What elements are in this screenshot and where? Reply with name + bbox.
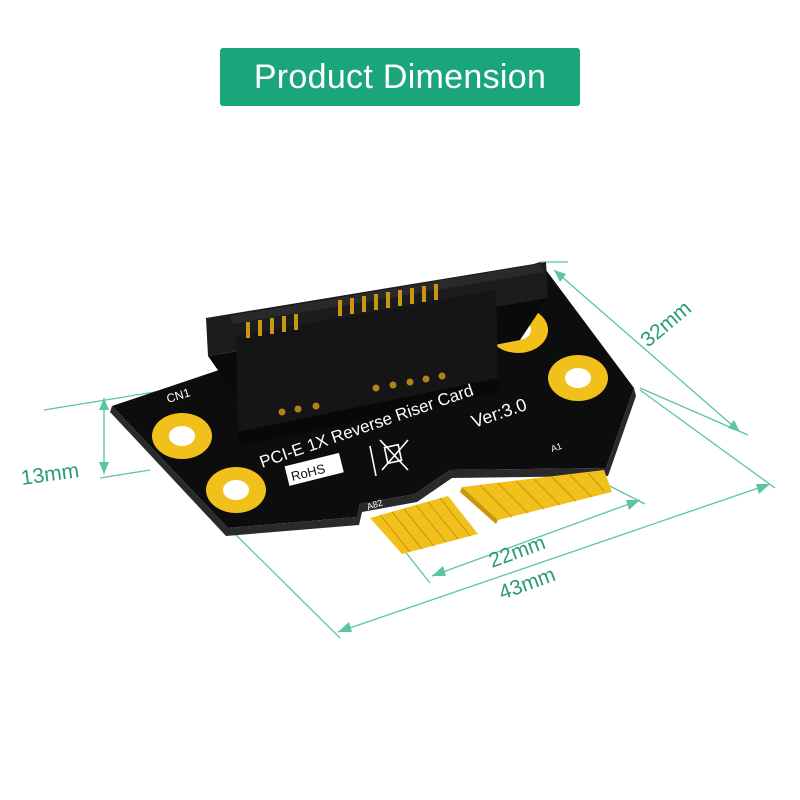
weee-bin-icon xyxy=(369,439,409,477)
pcie-slot-connector xyxy=(206,262,548,446)
depth-dimension-label: 32mm xyxy=(636,297,695,352)
gold-fingers xyxy=(370,470,612,554)
dimension-arrows xyxy=(99,270,770,632)
height-dimension-label: 13mm xyxy=(19,459,80,490)
total-width-dimension-label: 43mm xyxy=(496,563,559,605)
connector-label: CN1 xyxy=(165,385,192,406)
pin-label-a82: A82 xyxy=(366,497,384,511)
pin-label-a1: A1 xyxy=(550,441,564,454)
title-banner: Product Dimension xyxy=(220,48,580,106)
rohs-badge: RoHS xyxy=(284,452,344,486)
